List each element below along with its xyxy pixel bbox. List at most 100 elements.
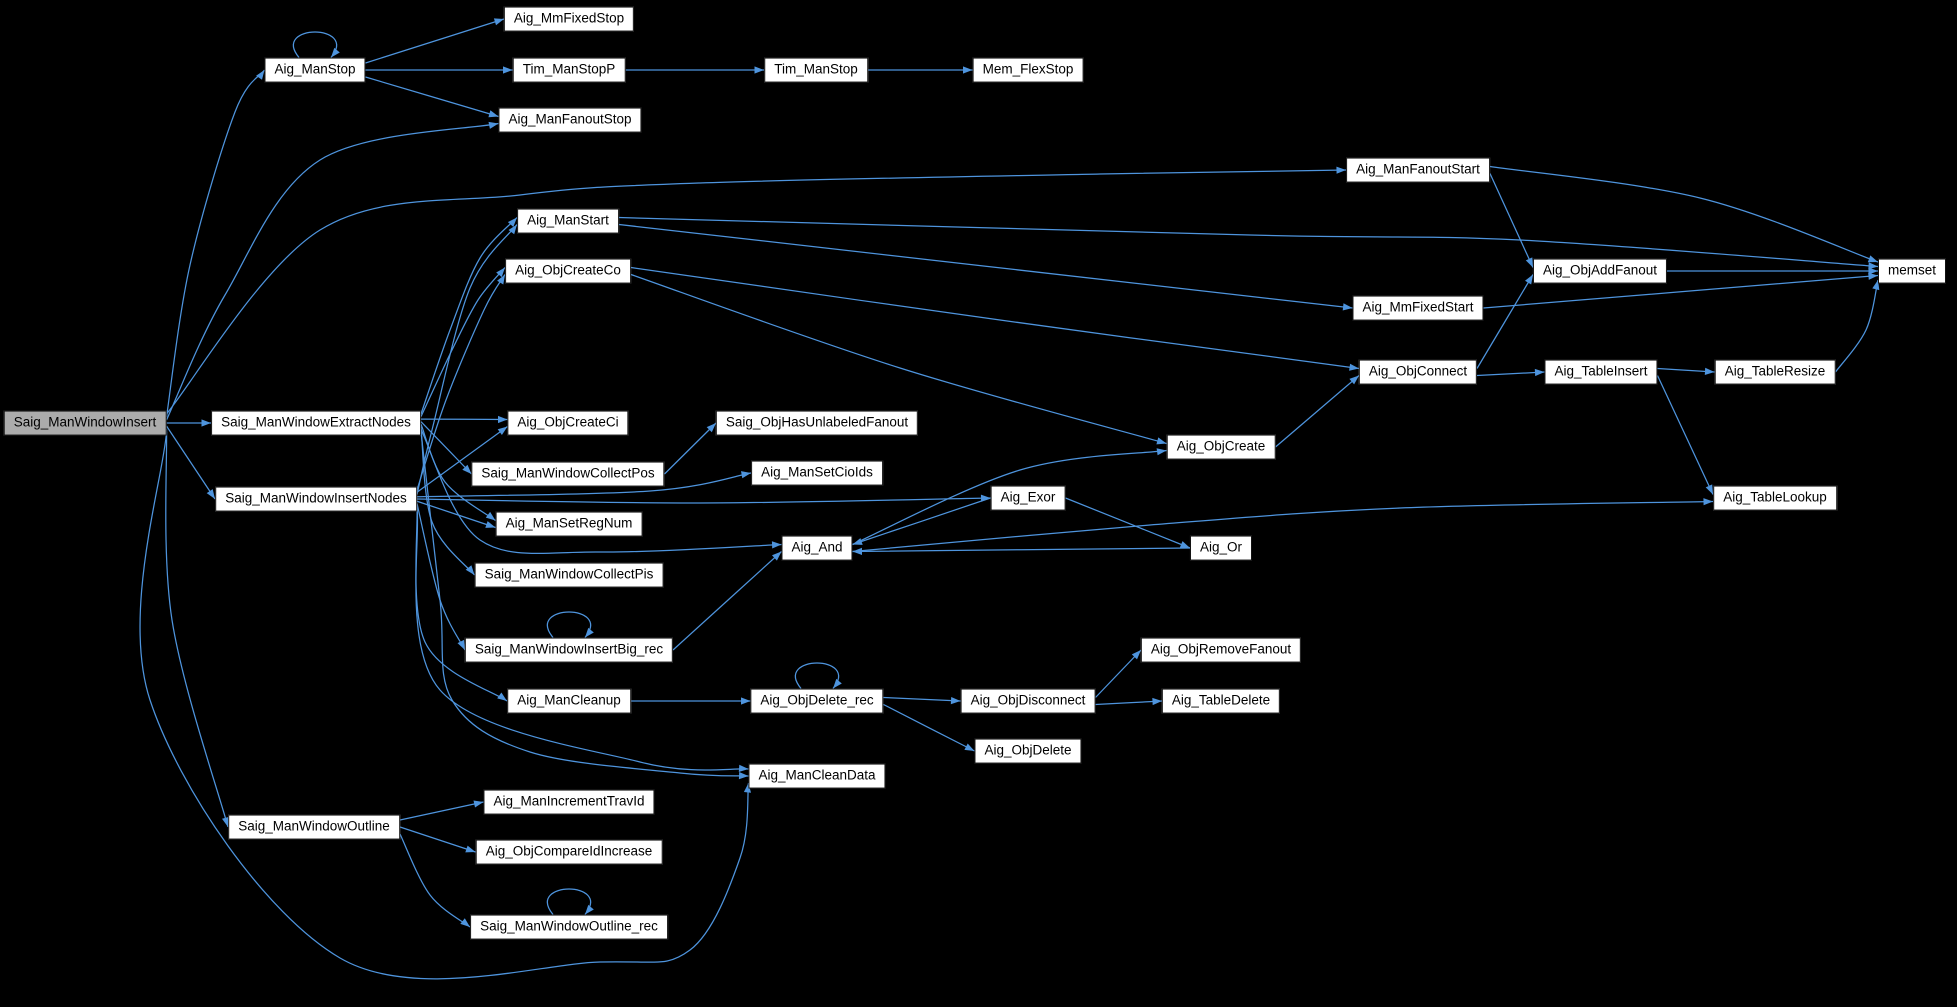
node-Aig_Or[interactable]: Aig_Or bbox=[1189, 535, 1253, 561]
edge-Aig_TableInsert-to-Aig_TableLookup bbox=[1656, 375, 1714, 495]
node-Saig_ObjHasUnlabeledFanout[interactable]: Saig_ObjHasUnlabeledFanout bbox=[715, 410, 919, 436]
edge-Saig_ManWindowInsertBig_rec-to-Saig_ManWindowInsertBig_rec bbox=[546, 611, 594, 638]
edge-Saig_ManWindowInsertNodes-to-Aig_ManCleanData bbox=[415, 507, 749, 772]
edge-Saig_ManWindowOutline-to-Aig_ObjCompareIdIncrease bbox=[399, 826, 476, 853]
edge-Saig_ManWindowInsertNodes-to-Aig_ObjCreateCi bbox=[416, 425, 508, 493]
edge-Saig_ManWindowCollectPos-to-Saig_ObjHasUnlabeledFanout bbox=[664, 422, 717, 475]
edge-Aig_ObjConnect-to-Aig_TableInsert bbox=[1476, 368, 1545, 377]
node-Aig_MmFixedStart[interactable]: Aig_MmFixedStart bbox=[1352, 295, 1484, 321]
edge-Saig_ManWindowInsertNodes-to-Aig_ManCleanup bbox=[415, 505, 508, 702]
node-Aig_ManStop[interactable]: Aig_ManStop bbox=[264, 57, 366, 83]
edge-Aig_ManStart-to-memset bbox=[618, 216, 1879, 270]
edge-Aig_ManFanoutStart-to-Aig_ObjAddFanout bbox=[1489, 173, 1534, 268]
node-Saig_ManWindowCollectPos[interactable]: Saig_ManWindowCollectPos bbox=[471, 461, 665, 487]
node-Saig_ManWindowInsertBig_rec[interactable]: Saig_ManWindowInsertBig_rec bbox=[464, 637, 674, 663]
edge-Aig_And-to-Aig_TableLookup bbox=[852, 498, 1714, 553]
edge-Aig_TableInsert-to-Aig_TableResize bbox=[1657, 367, 1715, 375]
edge-Aig_ManCleanup-to-Aig_ObjDelete_rec bbox=[631, 697, 751, 705]
node-Aig_ManCleanup[interactable]: Aig_ManCleanup bbox=[507, 688, 631, 714]
edge-Saig_ManWindowExtractNodes-to-Aig_ManSetRegNum bbox=[420, 424, 496, 521]
node-Aig_ManStart[interactable]: Aig_ManStart bbox=[517, 208, 619, 234]
edge-Aig_ObjCreate-to-Aig_ObjConnect bbox=[1275, 375, 1360, 448]
edge-Aig_Or-to-Aig_And bbox=[852, 547, 1191, 555]
node-Aig_ObjCreate[interactable]: Aig_ObjCreate bbox=[1166, 434, 1276, 460]
node-Saig_ManWindowInsertNodes[interactable]: Saig_ManWindowInsertNodes bbox=[215, 486, 417, 512]
node-Aig_MmFixedStop[interactable]: Aig_MmFixedStop bbox=[503, 6, 635, 32]
edge-Saig_ManWindowInsertNodes-to-Aig_ManStart bbox=[416, 224, 518, 495]
node-Aig_ObjDelete_rec[interactable]: Aig_ObjDelete_rec bbox=[750, 688, 884, 714]
node-Mem_FlexStop[interactable]: Mem_FlexStop bbox=[972, 57, 1084, 83]
node-Aig_ObjCreateCi[interactable]: Aig_ObjCreateCi bbox=[507, 410, 629, 436]
node-Aig_ObjCreateCo[interactable]: Aig_ObjCreateCo bbox=[505, 258, 631, 284]
edge-Saig_ManWindowInsertNodes-to-Aig_ObjCreateCo bbox=[416, 274, 506, 491]
edge-Saig_ManWindowOutline-to-Aig_ManIncrementTravId bbox=[399, 800, 484, 821]
node-Aig_TableResize[interactable]: Aig_TableResize bbox=[1714, 359, 1836, 385]
node-Aig_TableInsert[interactable]: Aig_TableInsert bbox=[1544, 359, 1658, 385]
node-memset[interactable]: memset bbox=[1877, 258, 1947, 284]
edge-Tim_ManStopP-to-Tim_ManStop bbox=[625, 66, 764, 74]
edge-Aig_ObjDelete_rec-to-Aig_ObjDelete bbox=[883, 703, 975, 752]
edge-Aig_ObjAddFanout-to-memset bbox=[1666, 267, 1878, 275]
node-Tim_ManStopP[interactable]: Tim_ManStopP bbox=[512, 57, 626, 83]
node-Aig_ObjDisconnect[interactable]: Aig_ObjDisconnect bbox=[960, 688, 1096, 714]
node-Aig_ManFanoutStart[interactable]: Aig_ManFanoutStart bbox=[1346, 157, 1490, 183]
edge-Aig_ManStop-to-Aig_MmFixedStop bbox=[365, 18, 505, 64]
edge-Saig_ManWindowExtractNodes-to-Saig_ManWindowCollectPos bbox=[420, 421, 472, 475]
edge-Saig_ManWindowExtractNodes-to-Aig_ManCleanData bbox=[420, 431, 749, 780]
node-Aig_ObjRemoveFanout[interactable]: Aig_ObjRemoveFanout bbox=[1140, 637, 1302, 663]
edge-Aig_Exor-to-Aig_Or bbox=[1065, 497, 1191, 549]
edge-Aig_ManFanoutStart-to-memset bbox=[1489, 165, 1879, 263]
edge-Saig_ManWindowInsertNodes-to-Aig_ManSetCioIds bbox=[416, 471, 752, 498]
node-Tim_ManStop[interactable]: Tim_ManStop bbox=[764, 57, 868, 83]
edge-Saig_ManWindowInsert-to-Aig_ManFanoutStart bbox=[166, 166, 1347, 415]
edge-Aig_ManStop-to-Aig_ManFanoutStop bbox=[365, 76, 499, 118]
edge-Saig_ManWindowInsertNodes-to-Saig_ManWindowInsertBig_rec bbox=[416, 503, 466, 651]
node-Aig_TableLookup[interactable]: Aig_TableLookup bbox=[1713, 485, 1837, 511]
edge-Aig_ObjConnect-to-Aig_ObjAddFanout bbox=[1476, 274, 1534, 369]
edge-Saig_ManWindowExtractNodes-to-Aig_ObjCreateCi bbox=[420, 415, 508, 424]
edge-Saig_ManWindowInsert-to-Aig_ManStop bbox=[165, 69, 266, 418]
node-Aig_ManFanoutStop[interactable]: Aig_ManFanoutStop bbox=[498, 107, 642, 133]
edge-Aig_ManStop-to-Aig_ManStop bbox=[292, 31, 340, 58]
edge-Aig_ObjDelete_rec-to-Aig_ObjDisconnect bbox=[883, 696, 961, 705]
node-Aig_ObjConnect[interactable]: Aig_ObjConnect bbox=[1358, 359, 1478, 385]
node-Aig_ObjDelete[interactable]: Aig_ObjDelete bbox=[974, 738, 1082, 764]
edge-Saig_ManWindowInsert-to-Saig_ManWindowExtractNodes bbox=[166, 419, 211, 427]
edge-Aig_MmFixedStart-to-memset bbox=[1483, 272, 1879, 309]
node-Saig_ManWindowOutline_rec[interactable]: Saig_ManWindowOutline_rec bbox=[470, 914, 668, 940]
node-Aig_ManSetRegNum[interactable]: Aig_ManSetRegNum bbox=[495, 511, 643, 537]
node-Aig_Exor[interactable]: Aig_Exor bbox=[990, 485, 1066, 511]
edge-Saig_ManWindowExtractNodes-to-Aig_ManStart bbox=[420, 217, 518, 415]
edge-Aig_ObjDelete_rec-to-Aig_ObjDelete_rec bbox=[794, 662, 842, 689]
edge-Saig_ManWindowOutline-to-Saig_ManWindowOutline_rec bbox=[399, 833, 471, 928]
node-Saig_ManWindowExtractNodes[interactable]: Saig_ManWindowExtractNodes bbox=[211, 410, 421, 436]
edge-Saig_ManWindowInsert-to-Aig_ManFanoutStop bbox=[165, 121, 499, 421]
edge-Aig_ManStop-to-Tim_ManStopP bbox=[365, 66, 513, 74]
node-Saig_ManWindowInsert[interactable]: Saig_ManWindowInsert bbox=[3, 410, 167, 436]
edge-Saig_ManWindowInsert-to-Aig_ManCleanData bbox=[139, 431, 751, 980]
edge-Aig_ObjDisconnect-to-Aig_ObjRemoveFanout bbox=[1095, 649, 1142, 698]
node-Aig_ManIncrementTravId[interactable]: Aig_ManIncrementTravId bbox=[483, 789, 655, 815]
edge-Saig_ManWindowInsert-to-Saig_ManWindowOutline bbox=[165, 428, 229, 828]
edge-Aig_ObjDisconnect-to-Aig_TableDelete bbox=[1095, 697, 1163, 706]
node-Aig_TableDelete[interactable]: Aig_TableDelete bbox=[1161, 688, 1281, 714]
node-Aig_ManSetCioIds[interactable]: Aig_ManSetCioIds bbox=[751, 460, 883, 486]
node-Aig_ObjCompareIdIncrease[interactable]: Aig_ObjCompareIdIncrease bbox=[475, 839, 663, 865]
edge-Saig_ManWindowInsertBig_rec-to-Aig_And bbox=[672, 551, 782, 651]
edge-Saig_ManWindowInsertNodes-to-Aig_ManSetRegNum bbox=[416, 500, 496, 529]
edge-Saig_ManWindowInsert-to-Saig_ManWindowInsertNodes bbox=[165, 425, 216, 500]
node-Aig_And[interactable]: Aig_And bbox=[781, 535, 853, 561]
node-Saig_ManWindowCollectPis[interactable]: Saig_ManWindowCollectPis bbox=[474, 562, 664, 588]
edge-Saig_ManWindowOutline_rec-to-Saig_ManWindowOutline_rec bbox=[546, 888, 594, 915]
edge-Aig_TableResize-to-memset bbox=[1834, 279, 1880, 373]
node-Aig_ManCleanData[interactable]: Aig_ManCleanData bbox=[748, 763, 886, 789]
edge-Aig_And-to-Aig_ObjCreate bbox=[852, 448, 1167, 546]
node-Aig_ObjAddFanout[interactable]: Aig_ObjAddFanout bbox=[1532, 258, 1668, 284]
edge-Saig_ManWindowExtractNodes-to-Aig_ObjCreateCo bbox=[420, 267, 506, 417]
edge-Saig_ManWindowExtractNodes-to-Aig_And bbox=[420, 429, 782, 555]
edge-Aig_ManStart-to-Aig_MmFixedStart bbox=[618, 223, 1353, 311]
node-Saig_ManWindowOutline[interactable]: Saig_ManWindowOutline bbox=[228, 814, 400, 840]
edge-Aig_ObjCreateCo-to-Aig_ObjConnect bbox=[630, 266, 1360, 371]
